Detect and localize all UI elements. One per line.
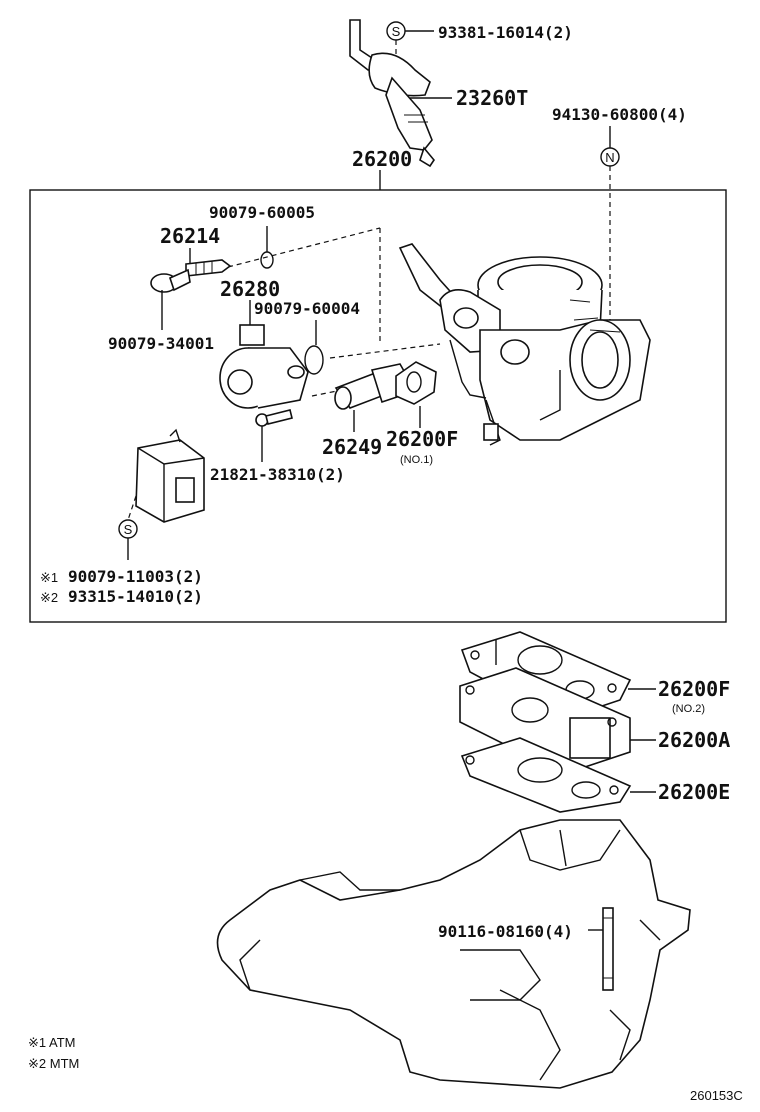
callout-93315-14010: 93315-14010(2) bbox=[68, 587, 203, 606]
callout-26249: 26249 bbox=[322, 435, 382, 459]
ref-mark-1: ※1 bbox=[40, 570, 58, 585]
o-ring-small-drawing bbox=[260, 251, 274, 269]
callout-93381-16014: 93381-16014(2) bbox=[438, 23, 573, 42]
bolt-21821-drawing bbox=[255, 409, 293, 427]
sensor-23260T-drawing bbox=[349, 19, 435, 168]
callout-23260T: 23260T bbox=[456, 86, 528, 110]
spacer-26200A-drawing bbox=[459, 667, 631, 773]
callout-94130-60800: 94130-60800(4) bbox=[552, 105, 687, 124]
callout-26200E: 26200E bbox=[658, 780, 730, 804]
legend-atm: ※1 ATM bbox=[28, 1035, 76, 1050]
figure-id: 260153C bbox=[690, 1088, 743, 1103]
callout-90079-60004: 90079-60004 bbox=[254, 299, 360, 318]
callout-26200F-no1: 26200F bbox=[386, 427, 458, 451]
callout-21821-38310: 21821-38310(2) bbox=[210, 465, 345, 484]
assembly-frame bbox=[29, 189, 727, 623]
svg-text:S: S bbox=[392, 24, 401, 39]
gasket-26200E-drawing bbox=[460, 737, 632, 813]
stud-bolt-drawing bbox=[602, 907, 614, 991]
throttle-body-drawing bbox=[398, 243, 651, 446]
callout-90079-60005: 90079-60005 bbox=[209, 203, 315, 222]
ref-mark-2: ※2 bbox=[40, 590, 58, 605]
callout-26280: 26280 bbox=[220, 277, 280, 301]
callout-90116-08160: 90116-08160(4) bbox=[438, 922, 573, 941]
intake-manifold-drawing bbox=[216, 819, 691, 1089]
svg-text:S: S bbox=[124, 522, 133, 537]
callout-26200: 26200 bbox=[352, 147, 412, 171]
callout-26200F-no1-sub: (NO.1) bbox=[400, 454, 433, 466]
control-module-drawing bbox=[135, 428, 205, 523]
callout-90079-11003: 90079-11003(2) bbox=[68, 567, 203, 586]
callout-26200A: 26200A bbox=[658, 728, 730, 752]
callout-26200F-no2-sub: (NO.2) bbox=[672, 703, 705, 715]
legend-mtm: ※2 MTM bbox=[28, 1056, 79, 1071]
idle-air-valve-drawing bbox=[219, 324, 309, 409]
callout-26214: 26214 bbox=[160, 224, 220, 248]
gasket-no1-drawing bbox=[395, 361, 437, 405]
callout-26200F-no2: 26200F bbox=[658, 677, 730, 701]
svg-text:N: N bbox=[605, 150, 614, 165]
o-ring-large-drawing bbox=[304, 345, 324, 375]
callout-90079-34001: 90079-34001 bbox=[108, 334, 214, 353]
adjust-screw-drawing bbox=[150, 259, 232, 293]
